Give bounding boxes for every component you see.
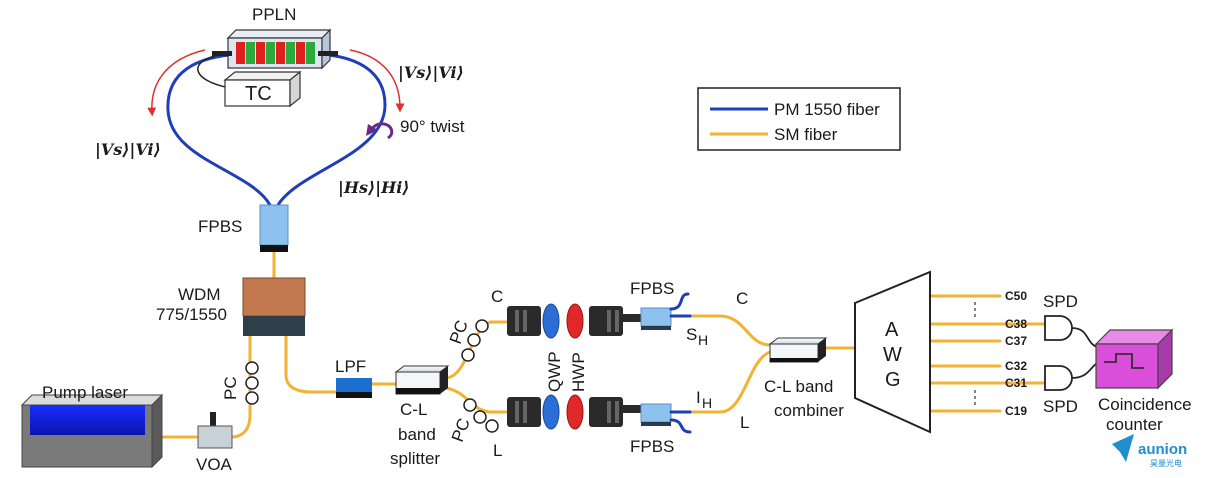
sm-fiber-runs <box>150 248 1047 439</box>
state-vv-left: |Vs⟩|Vi⟩ <box>95 140 161 159</box>
spd-bottom: SPD <box>1043 365 1078 416</box>
combiner-label-1: C-L band <box>764 377 833 396</box>
branch-c-label: C <box>491 287 503 306</box>
channel-label: C32 <box>1005 359 1027 373</box>
combiner-l-label: L <box>740 413 749 432</box>
aunion-logo: aunion 昊量光电 <box>1112 434 1187 468</box>
hwp-lower-icon <box>566 394 584 430</box>
twist-label: 90° twist <box>400 117 465 136</box>
pc-upper: PC <box>446 318 489 362</box>
pump-laser-label: Pump laser <box>42 383 128 402</box>
combiner-label-2: combiner <box>774 401 844 420</box>
ppln-crystal: PPLN <box>212 5 338 70</box>
lpf: LPF <box>335 357 372 398</box>
spd-top-label: SPD <box>1043 292 1078 311</box>
channel-label: C37 <box>1005 334 1027 348</box>
splitter-label-1: C-L <box>400 400 427 419</box>
awg: A W G <box>854 270 931 434</box>
state-hh: |Hs⟩|Hi⟩ <box>338 178 410 197</box>
lower-arm-optics <box>507 394 641 430</box>
counter-label-1: Coincidence <box>1098 395 1192 414</box>
counter-label-2: counter <box>1106 415 1163 434</box>
branch-l-label: L <box>493 441 502 460</box>
logo-sub: 昊量光电 <box>1150 458 1182 468</box>
wdm-label-2: 775/1550 <box>156 305 227 324</box>
hwp-upper-icon <box>566 303 584 339</box>
fpbs-main: FPBS <box>198 204 289 252</box>
awg-a: A <box>885 319 899 341</box>
lpf-label: LPF <box>335 357 366 376</box>
logo-name: aunion <box>1138 441 1187 458</box>
s-h-label: S H <box>686 325 708 348</box>
state-vv-right: |Vs⟩|Vi⟩ <box>398 63 464 82</box>
voa-label: VOA <box>196 455 233 474</box>
channel-label: C50 <box>1005 289 1027 303</box>
channel-label: C19 <box>1005 404 1027 418</box>
pc-lower: PC <box>448 398 499 445</box>
splitter-label-3: splitter <box>390 449 440 468</box>
hwp-label: HWP <box>569 352 588 392</box>
coincidence-counter: Coincidence counter <box>1094 328 1192 434</box>
qwp-lower-icon <box>542 394 560 430</box>
fpbs-upper: FPBS <box>630 279 692 330</box>
twist-arrow-icon <box>366 122 394 140</box>
pc-pump-label: PC <box>221 376 240 400</box>
channel-labels: C50 C38 C37 C32 C31 C19 <box>1005 289 1027 418</box>
sagnac-loop <box>166 53 387 207</box>
svg-text:H: H <box>702 395 712 411</box>
voa: VOA <box>196 412 233 474</box>
spd-top: SPD <box>1043 292 1078 341</box>
splitter-label-2: band <box>398 425 436 444</box>
pump-laser: Pump laser <box>20 383 164 469</box>
awg-g: G <box>885 369 901 391</box>
channel-label: C38 <box>1005 317 1027 331</box>
channel-label: C31 <box>1005 376 1027 390</box>
pc-lower-label: PC <box>448 416 474 445</box>
fpbs-lower-label: FPBS <box>630 437 674 456</box>
cl-band-combiner: C-L band combiner <box>764 337 844 420</box>
svg-text:H: H <box>698 332 708 348</box>
legend-pm-label: PM 1550 fiber <box>774 100 880 119</box>
cl-band-splitter: C-L band splitter <box>390 365 450 468</box>
i-h-label: I H <box>696 388 712 411</box>
spd-bottom-label: SPD <box>1043 397 1078 416</box>
tc-box: TC <box>197 55 302 108</box>
legend-sm-label: SM fiber <box>774 125 838 144</box>
legend: PM 1550 fiber SM fiber <box>697 87 901 151</box>
svg-text:S: S <box>686 325 697 344</box>
fpbs-upper-label: FPBS <box>630 279 674 298</box>
qwp-label: QWP <box>545 351 564 392</box>
propagation-arrows <box>147 49 405 117</box>
svg-text:I: I <box>696 388 701 407</box>
upper-arm-optics <box>507 303 641 339</box>
awg-w: W <box>883 344 902 366</box>
wdm-label-1: WDM <box>178 285 220 304</box>
qwp-upper-icon <box>542 303 560 339</box>
pc-pump: PC <box>221 361 259 405</box>
fpbs-main-label: FPBS <box>198 217 242 236</box>
wdm-775-1550: WDM 775/1550 <box>156 277 306 336</box>
ppln-label: PPLN <box>252 5 296 24</box>
combiner-c-label: C <box>736 289 748 308</box>
fpbs-lower: FPBS <box>630 403 692 456</box>
tc-label: TC <box>245 83 272 105</box>
